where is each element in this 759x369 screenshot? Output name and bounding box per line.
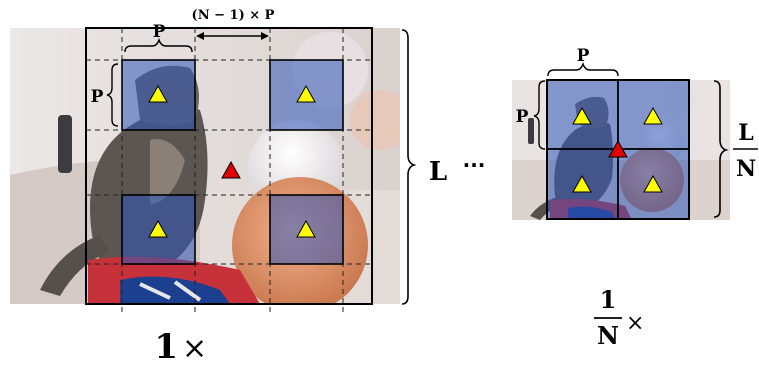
yellow-triangle-icon: [572, 106, 592, 125]
yellow-triangle-icon: [643, 106, 663, 125]
yellow-triangle-icon: [572, 174, 592, 193]
right-markers: [572, 106, 663, 193]
brace-L-right: [713, 80, 729, 218]
label-p-side: P: [91, 87, 104, 107]
right-patches: [546, 79, 690, 220]
label-L-denominator: N: [736, 156, 756, 182]
label-p-top: P: [153, 22, 166, 42]
left-patches: [121, 59, 344, 265]
left-markers: [148, 84, 316, 238]
scale-label-left: 1: [154, 327, 178, 367]
yellow-triangle-icon: [643, 174, 663, 193]
scale-denominator-right: N: [597, 321, 619, 350]
yellow-triangle-icon: [296, 219, 316, 238]
label-L: L: [429, 157, 447, 187]
brace-side-left: [106, 63, 119, 127]
brace-side-right: [533, 80, 546, 150]
label-p-side-right: P: [516, 107, 529, 127]
brace-top-right: [547, 61, 619, 77]
red-triangle-icon: [221, 160, 241, 179]
scale-times-right: ×: [626, 311, 644, 336]
red-triangle-icon: [608, 139, 628, 158]
spacing-arrow: [196, 32, 269, 40]
right-frame: [546, 79, 690, 220]
label-L-numerator: L: [738, 120, 753, 146]
ellipsis: ···: [463, 153, 486, 177]
left-photo: [10, 28, 400, 304]
scale-numerator-right: 1: [600, 285, 617, 314]
brace-L-left: [401, 29, 417, 305]
scale-times-left: ×: [182, 331, 207, 366]
label-spacing: (N − 1) × P: [192, 8, 275, 23]
patch-top-right: [269, 59, 344, 131]
label-p-top-right: P: [577, 46, 590, 66]
yellow-triangle-icon: [148, 219, 168, 238]
left-frame: [85, 27, 373, 305]
yellow-triangle-icon: [296, 84, 316, 103]
brace-top-left: [124, 37, 193, 53]
yellow-triangle-icon: [148, 84, 168, 103]
